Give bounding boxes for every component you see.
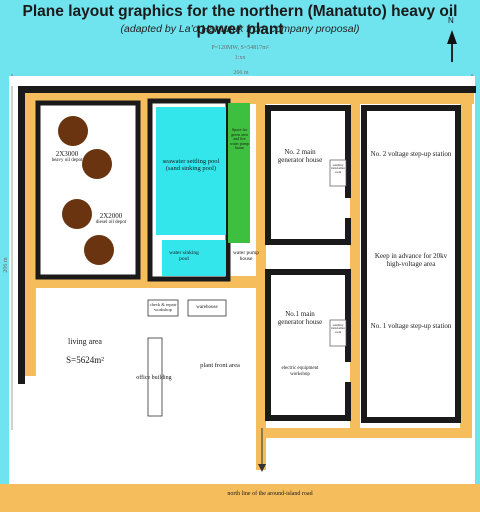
capacity-note: P=120MW, S=54817m² bbox=[211, 45, 269, 51]
living-area-size: S=5624m² bbox=[66, 355, 104, 365]
aux-transformer-2 bbox=[329, 159, 347, 187]
diesel-oil-depot-label: 2X2000 diesel oil depot bbox=[95, 212, 127, 226]
fuel-depot-area bbox=[35, 100, 141, 280]
height-label: 206 m bbox=[3, 257, 9, 273]
workshop-building bbox=[147, 299, 179, 317]
page-title: Plane layout graphics for the northern (… bbox=[22, 3, 458, 38]
station-1-label: No. 1 voltage step-up station bbox=[370, 322, 452, 330]
heavy-oil-tank bbox=[58, 116, 88, 146]
office-building-label: office building bbox=[136, 375, 172, 381]
station-2-label: No. 2 voltage step-up station bbox=[370, 150, 452, 158]
water-pool-label: water sinking pool bbox=[169, 250, 199, 263]
diesel-oil-tank bbox=[62, 199, 92, 229]
seawater-pool-label: seawater settling pool (sand sinking poo… bbox=[162, 158, 220, 173]
workshop-label: check & repair workshop bbox=[149, 302, 177, 313]
aux-transformer-1-label: auxiliary transformer room bbox=[331, 323, 345, 334]
north-arrow-icon bbox=[447, 30, 457, 62]
generator-house-1-label: No.1 main generator house bbox=[277, 310, 323, 327]
aux-transformer-1 bbox=[329, 319, 347, 347]
garden-label: Space for green area and fire water pump… bbox=[230, 127, 249, 151]
warehouse-label: warehouse bbox=[196, 305, 218, 310]
generator-house-2-label: No. 2 main generator house bbox=[277, 148, 323, 165]
perimeter-wall bbox=[18, 86, 476, 384]
reserve-area-label: Keep in advance for 20kv high-voltage ar… bbox=[374, 252, 448, 269]
road-label: north line of the around-island road bbox=[227, 491, 313, 497]
living-area-label: living area bbox=[68, 337, 102, 346]
office-building bbox=[147, 337, 163, 417]
north-label: N bbox=[448, 16, 454, 25]
seawater-pool bbox=[156, 107, 226, 235]
water-pump-label: water pump house bbox=[232, 250, 260, 263]
scale-note: 1:xx bbox=[234, 55, 246, 61]
electric-workshop-label: electric equipment workshop bbox=[281, 366, 319, 377]
page-subtitle: (adapted by La'o Hamutuk from company pr… bbox=[120, 23, 360, 35]
garden-area bbox=[228, 103, 250, 243]
heavy-oil-depot-label: 2X3000 heavy oil depot bbox=[51, 150, 83, 164]
aux-transformer-2-label: auxiliary transformer room bbox=[331, 163, 345, 174]
water-sinking-pool bbox=[162, 240, 226, 276]
warehouse-building bbox=[187, 299, 227, 317]
diesel-oil-tank bbox=[84, 235, 114, 265]
voltage-station-block bbox=[361, 105, 461, 423]
heavy-oil-tank bbox=[82, 149, 112, 179]
width-label: 266 m bbox=[233, 70, 249, 76]
plant-front-area-label: plant front area bbox=[200, 362, 240, 369]
road-network bbox=[0, 90, 480, 512]
